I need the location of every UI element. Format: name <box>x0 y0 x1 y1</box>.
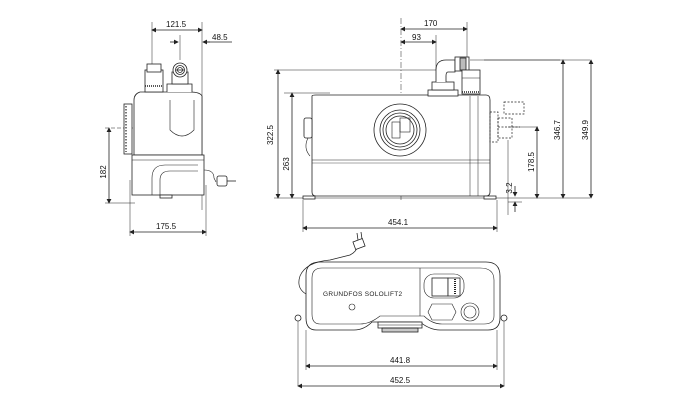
dim-346-7: 346.7 <box>553 119 562 140</box>
dim-441-8: 441.8 <box>390 356 411 365</box>
dim-175-5: 175.5 <box>156 222 177 231</box>
brand-label: GRUNDFOS SOLOLIFT2 <box>323 291 403 298</box>
dim-48-5: 48.5 <box>212 33 228 42</box>
dim-170: 170 <box>424 19 438 28</box>
dim-322-5: 322.5 <box>266 124 275 145</box>
dim-121-5: 121.5 <box>166 20 187 29</box>
dim-93: 93 <box>412 33 421 42</box>
dim-349-9: 349.9 <box>581 119 590 140</box>
front-view <box>274 18 594 232</box>
dim-263: 263 <box>282 157 291 171</box>
dim-3-2: 3.2 <box>505 182 514 194</box>
dim-182: 182 <box>99 165 108 179</box>
dim-178-5: 178.5 <box>527 151 536 172</box>
side-view <box>105 22 236 236</box>
dim-454-1: 454.1 <box>388 218 409 227</box>
top-view <box>294 231 508 389</box>
dim-452-5: 452.5 <box>390 376 411 385</box>
